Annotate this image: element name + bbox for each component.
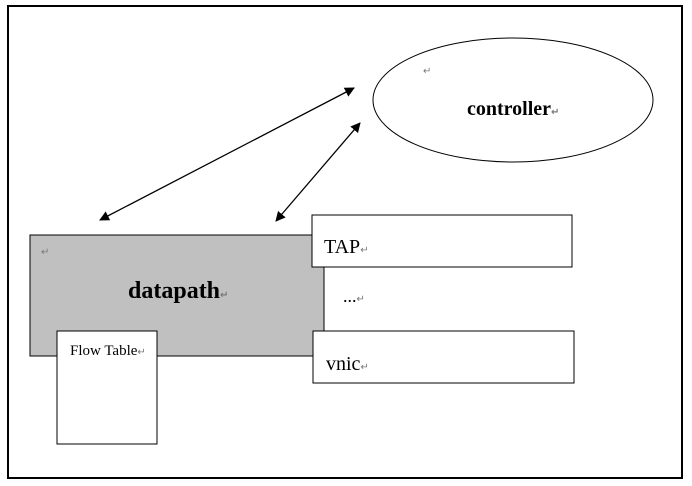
datapath-label: datapath↵ [128, 278, 229, 304]
outer-frame [7, 5, 683, 479]
paragraph-mark-icon: ↵ [551, 107, 560, 118]
controller-label: controller↵ [467, 98, 560, 120]
paragraph-mark-icon: ↵ [423, 66, 432, 77]
tap-node [311, 214, 573, 268]
vnic-node [312, 330, 575, 384]
ellipsis-label: ...↵ [343, 286, 365, 306]
arrow-datapath-controller-2 [275, 122, 361, 222]
tap-label: TAP↵ [324, 236, 369, 258]
paragraph-mark-icon: ↵ [137, 347, 146, 358]
flow-table-label: Flow Table↵ [70, 343, 146, 359]
flow-table-node [56, 330, 158, 445]
controller-node [372, 37, 654, 163]
paragraph-mark-icon: ↵ [360, 245, 369, 256]
paragraph-mark-icon: ↵ [220, 290, 229, 301]
paragraph-mark-icon: ↵ [356, 294, 365, 305]
arrow-datapath-controller-1 [99, 87, 355, 221]
paragraph-mark-icon: ↵ [360, 362, 369, 373]
paragraph-mark-icon: ↵ [41, 247, 50, 258]
vnic-label: vnic↵ [326, 353, 369, 375]
